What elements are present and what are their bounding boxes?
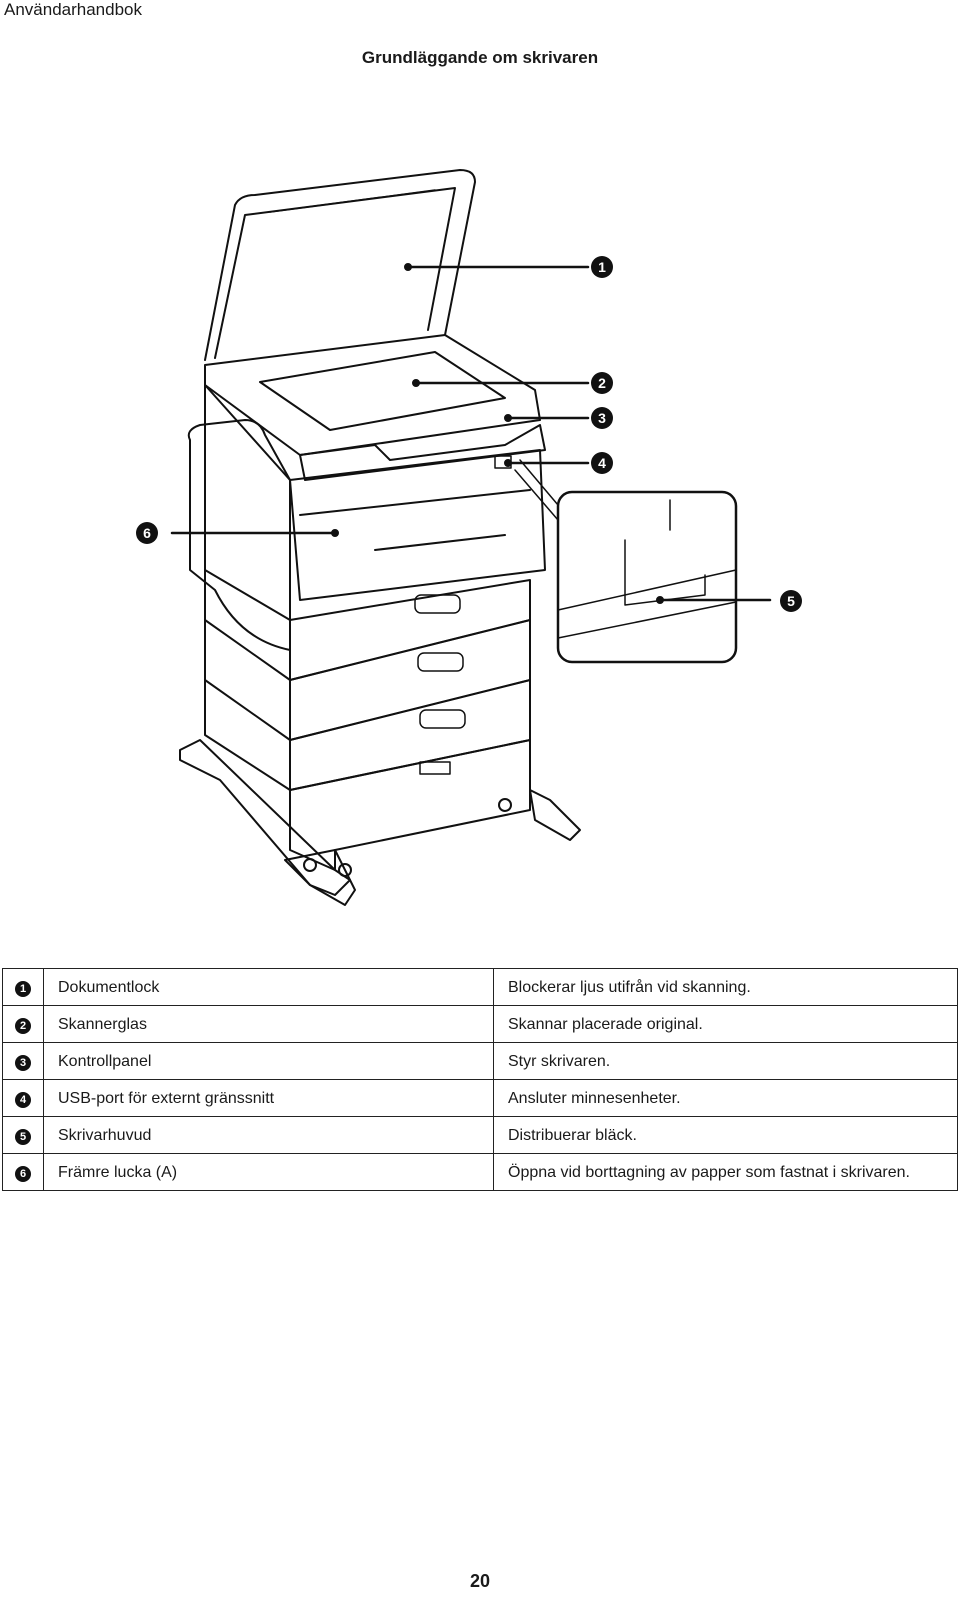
printer-drawing	[170, 169, 772, 906]
part-name: Främre lucka (A)	[43, 1153, 494, 1191]
number-badge: 6	[15, 1166, 31, 1182]
section-title: Grundläggande om skrivaren	[361, 48, 599, 67]
running-header: Användarhandbok	[4, 0, 143, 19]
table-row: 1 Dokumentlock Blockerar ljus utifrån vi…	[2, 968, 958, 1006]
number-badge: 5	[15, 1129, 31, 1145]
table-row: 6 Främre lucka (A) Öppna vid borttagning…	[2, 1153, 958, 1191]
number-badge: 1	[15, 981, 31, 997]
number-badge: 2	[15, 1018, 31, 1034]
callout-1: 1	[591, 256, 613, 278]
callout-2: 2	[591, 372, 613, 394]
part-description: Ansluter minnesenheter.	[493, 1079, 958, 1117]
page-number: 20	[469, 1571, 491, 1591]
part-name: Kontrollpanel	[43, 1042, 494, 1080]
callout-4: 4	[591, 452, 613, 474]
printer-illustration: 1 2 3 4 5 6	[136, 150, 810, 930]
table-row: 2 Skannerglas Skannar placerade original…	[2, 1005, 958, 1043]
part-description: Distribuerar bläck.	[493, 1116, 958, 1154]
number-badge: 4	[15, 1092, 31, 1108]
table-row: 3 Kontrollpanel Styr skrivaren.	[2, 1042, 958, 1080]
table-row: 5 Skrivarhuvud Distribuerar bläck.	[2, 1116, 958, 1154]
callout-3: 3	[591, 407, 613, 429]
part-description: Skannar placerade original.	[493, 1005, 958, 1043]
callout-5: 5	[780, 590, 802, 612]
part-description: Öppna vid borttagning av papper som fast…	[493, 1153, 958, 1191]
table-row: 4 USB-port för externt gränssnitt Anslut…	[2, 1079, 958, 1117]
number-badge: 3	[15, 1055, 31, 1071]
part-description: Styr skrivaren.	[493, 1042, 958, 1080]
part-description: Blockerar ljus utifrån vid skanning.	[493, 968, 958, 1006]
part-name: Skrivarhuvud	[43, 1116, 494, 1154]
part-name: Dokumentlock	[43, 968, 494, 1006]
parts-table: 1 Dokumentlock Blockerar ljus utifrån vi…	[2, 968, 958, 1191]
part-name: Skannerglas	[43, 1005, 494, 1043]
callout-6: 6	[136, 522, 158, 544]
part-name: USB-port för externt gränssnitt	[43, 1079, 494, 1117]
